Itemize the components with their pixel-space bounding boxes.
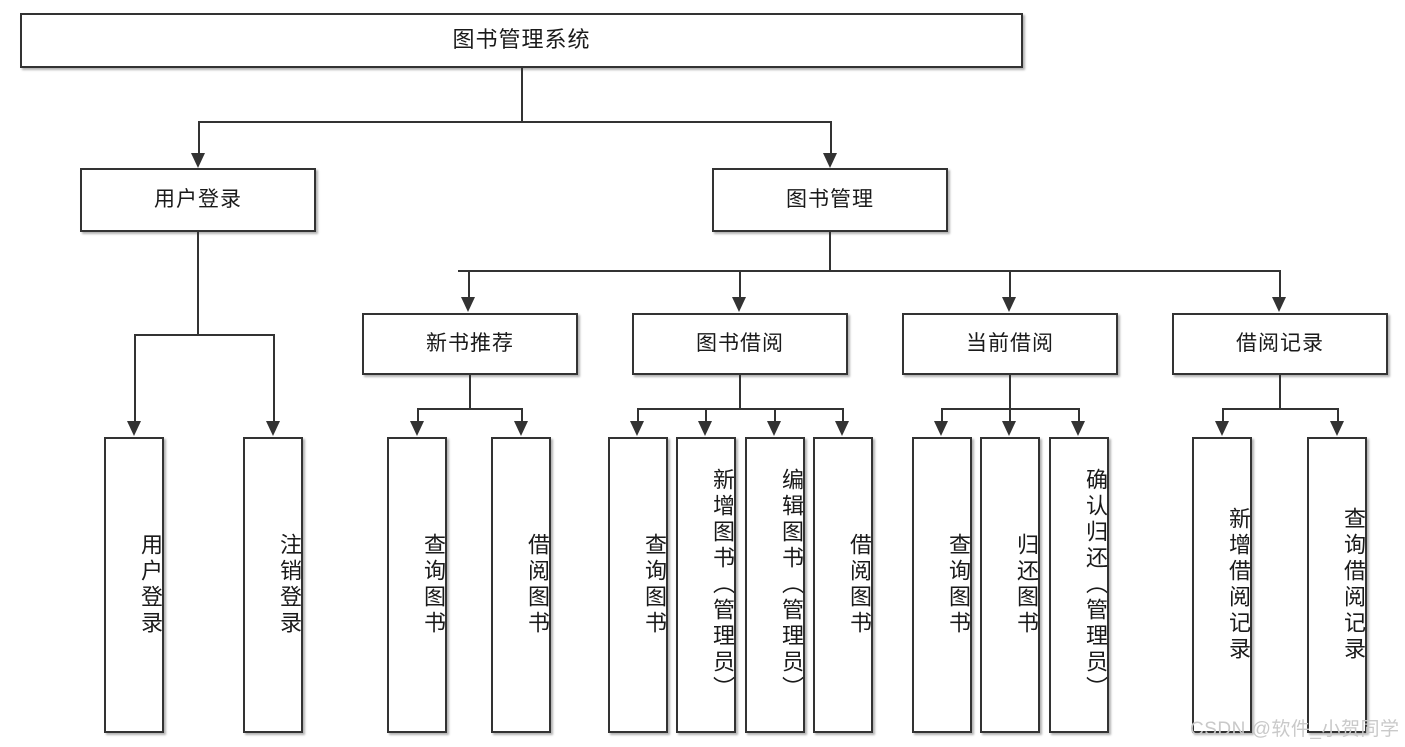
- node-label: 借阅记录: [1236, 332, 1324, 356]
- connector-current-drop-2: [1009, 408, 1011, 422]
- arrow-to-leaf-query-book-2: [630, 421, 644, 436]
- arrow-to-leaf-borrow-book-2: [835, 421, 849, 436]
- connector-level3-drop-4: [1279, 270, 1281, 298]
- connector-level3-drop-1: [468, 270, 470, 298]
- connector-records-drop-2: [1337, 408, 1339, 422]
- connector-current-stem: [1009, 375, 1011, 408]
- node-label: 当前借阅: [966, 332, 1054, 356]
- connector-level3-drop-3: [1009, 270, 1011, 298]
- arrow-to-leaf-confirm-return: [1071, 421, 1085, 436]
- node-root-book-management-system[interactable]: 图书管理系统: [20, 13, 1023, 68]
- arrow-to-book-management: [823, 153, 837, 168]
- arrow-to-leaf-query-record: [1330, 421, 1344, 436]
- node-label: 用户登录: [138, 533, 163, 637]
- node-label: 图书管理系统: [452, 27, 591, 53]
- node-borrow-records[interactable]: 借阅记录: [1172, 313, 1388, 375]
- connector-user-login-drop-2: [273, 334, 275, 422]
- arrow-to-book-borrow: [732, 297, 746, 312]
- node-current-borrow[interactable]: 当前借阅: [902, 313, 1118, 375]
- connector-borrow-stem: [739, 375, 741, 408]
- connector-recommend-bus: [417, 408, 522, 410]
- arrow-to-leaf-query-book-3: [934, 421, 948, 436]
- connector-root-stem: [521, 68, 523, 121]
- node-label: 查询图书: [946, 533, 971, 637]
- arrow-to-leaf-add-record: [1215, 421, 1229, 436]
- connector-recommend-drop-1: [417, 408, 419, 422]
- arrow-to-leaf-borrow-book-1: [514, 421, 528, 436]
- arrow-to-leaf-return-book: [1002, 421, 1016, 436]
- connector-recommend-drop-2: [521, 408, 523, 422]
- node-label: 注销登录: [277, 533, 302, 637]
- node-label: 借阅图书: [525, 533, 550, 637]
- node-label: 归还图书: [1014, 533, 1039, 637]
- leaf-add-borrow-record[interactable]: 新增借阅记录: [1192, 437, 1252, 733]
- node-book-borrow[interactable]: 图书借阅: [632, 313, 848, 375]
- leaf-borrow-book[interactable]: 借阅图书: [813, 437, 873, 733]
- connector-records-drop-1: [1222, 408, 1224, 422]
- connector-level2-drop-right: [830, 121, 832, 154]
- leaf-add-book-admin[interactable]: 新增图书（管理员）: [676, 437, 736, 733]
- leaf-confirm-return-admin[interactable]: 确认归还（管理员）: [1049, 437, 1109, 733]
- connector-level2-drop-left: [198, 121, 200, 154]
- connector-records-stem: [1279, 375, 1281, 408]
- leaf-query-borrow-record[interactable]: 查询借阅记录: [1307, 437, 1367, 733]
- leaf-edit-book-admin[interactable]: 编辑图书（管理员）: [745, 437, 805, 733]
- node-label: 查询借阅记录: [1341, 507, 1366, 663]
- arrow-to-borrow-records: [1272, 297, 1286, 312]
- csdn-watermark: CSDN @软件_小贺同学: [1190, 719, 1400, 740]
- arrow-to-user-login: [191, 153, 205, 168]
- node-label: 新增借阅记录: [1226, 507, 1251, 663]
- connector-borrow-bus: [637, 408, 843, 410]
- arrow-to-leaf-user-login: [127, 421, 141, 436]
- connector-user-login-stem: [197, 232, 199, 334]
- connector-borrow-drop-3: [774, 408, 776, 422]
- connector-book-management-stem: [829, 232, 831, 270]
- connector-borrow-drop-4: [842, 408, 844, 422]
- connector-recommend-stem: [469, 375, 471, 408]
- connector-level3-drop-2: [739, 270, 741, 298]
- node-label: 确认归还（管理员）: [1083, 468, 1108, 702]
- connector-level2-bus: [198, 121, 832, 123]
- node-label: 查询图书: [421, 533, 446, 637]
- leaf-return-book[interactable]: 归还图书: [980, 437, 1040, 733]
- leaf-query-book-recommend[interactable]: 查询图书: [387, 437, 447, 733]
- leaf-user-login[interactable]: 用户登录: [104, 437, 164, 733]
- connector-user-login-bus: [134, 334, 274, 336]
- connector-level3-bus: [458, 270, 1280, 272]
- leaf-borrow-book-recommend[interactable]: 借阅图书: [491, 437, 551, 733]
- connector-borrow-drop-2: [705, 408, 707, 422]
- connector-records-bus: [1222, 408, 1337, 410]
- node-new-book-recommend[interactable]: 新书推荐: [362, 313, 578, 375]
- arrow-to-leaf-add-book: [698, 421, 712, 436]
- leaf-logout[interactable]: 注销登录: [243, 437, 303, 733]
- connector-borrow-drop-1: [637, 408, 639, 422]
- leaf-query-book-current[interactable]: 查询图书: [912, 437, 972, 733]
- node-label: 新增图书（管理员）: [710, 468, 735, 702]
- arrow-to-leaf-edit-book: [767, 421, 781, 436]
- node-label: 新书推荐: [426, 332, 514, 356]
- node-label: 借阅图书: [847, 533, 872, 637]
- arrow-to-leaf-query-book-1: [410, 421, 424, 436]
- node-label: 编辑图书（管理员）: [779, 468, 804, 702]
- connector-user-login-drop-1: [134, 334, 136, 422]
- node-book-management[interactable]: 图书管理: [712, 168, 948, 232]
- node-label: 图书借阅: [696, 332, 784, 356]
- connector-current-drop-3: [1078, 408, 1080, 422]
- node-label: 图书管理: [786, 188, 874, 212]
- node-label: 用户登录: [154, 188, 242, 212]
- node-user-login[interactable]: 用户登录: [80, 168, 316, 232]
- leaf-query-book-borrow[interactable]: 查询图书: [608, 437, 668, 733]
- arrow-to-new-book-recommend: [461, 297, 475, 312]
- arrow-to-leaf-logout: [266, 421, 280, 436]
- node-label: 查询图书: [642, 533, 667, 637]
- connector-current-drop-1: [941, 408, 943, 422]
- arrow-to-current-borrow: [1002, 297, 1016, 312]
